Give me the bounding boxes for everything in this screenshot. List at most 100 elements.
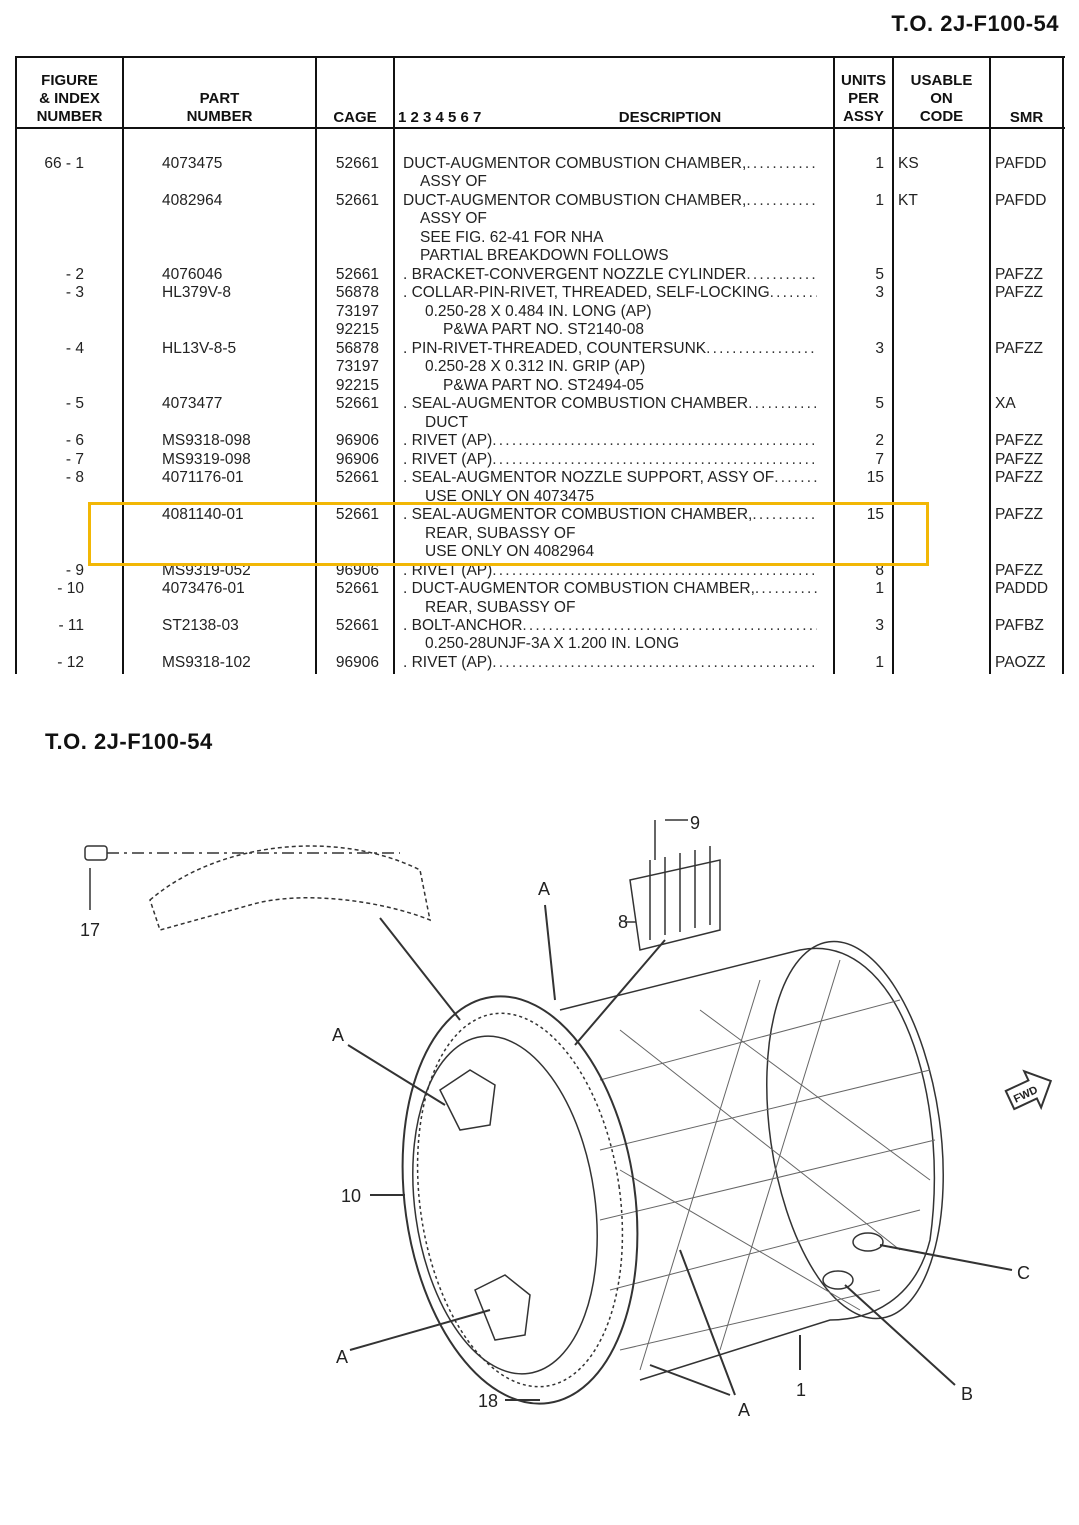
units-per-assy-cell: 7 [875,450,884,468]
part-number-cell: HL379V-8 [162,284,231,302]
table-row: SEE FIG. 62-41 FOR NHA [0,229,1079,247]
callout-a: A [538,879,550,899]
description-cell: . RIVET (AP) ...........................… [403,654,817,672]
smr-cell: PAFZZ [995,284,1043,302]
description-cell: . BRACKET-CONVERGENT NOZZLE CYLINDER ...… [403,266,817,284]
cage-cell: 96906 [335,432,379,450]
callout-labels: 9 8 17 A A 10 A 18 A 1 C B [80,813,1030,1420]
part-number-cell: MS9318-102 [162,653,251,671]
smr-cell: XA [995,395,1016,413]
part-number-cell: MS9319-098 [162,450,251,468]
highlight-box [88,502,929,566]
cage-cell: 92215 [335,376,379,394]
cage-cell: 52661 [335,617,379,634]
description-cell: DUCT [425,414,817,432]
seal-segment-part [149,845,432,931]
leader-dots: ........................................… [522,617,817,634]
leader-dots: ........................................… [492,450,817,468]
header-text: & INDEX [39,90,100,107]
description-text: REAR, SUBASSY OF [425,598,576,616]
smr-cell: PAFZZ [995,506,1043,524]
description-text: . SEAL-AUGMENTOR NOZZLE SUPPORT, ASSY OF [403,469,775,487]
units-per-assy-cell: 1 [875,653,884,671]
table-row: 0.250-28UNJF-3A X 1.200 IN. LONG [0,635,1079,653]
units-per-assy-cell: 15 [866,506,884,524]
callout-b: B [961,1384,973,1404]
figure-index-cell: - 5 [65,395,84,413]
units-per-assy-cell: 3 [875,339,884,357]
description-text: ASSY OF [420,173,487,191]
callout-9: 9 [690,813,700,833]
table-row: USE ONLY ON 4082964 [0,543,1079,561]
header-description: DESCRIPTION [618,109,722,126]
header-text: ASSY [843,108,884,125]
description-text: . COLLAR-PIN-RIVET, THREADED, SELF-LOCKI… [403,284,770,302]
smr-cell: PAFZZ [995,469,1043,487]
description-text: USE ONLY ON 4082964 [425,543,595,561]
description-text: 0.250-28 X 0.484 IN. LONG (AP) [425,302,652,320]
leader-dots: ........................................… [754,580,817,598]
description-cell: REAR, SUBASSY OF [425,525,817,543]
table-row: ASSY OF [0,210,1079,228]
description-text: 0.250-28UNJF-3A X 1.200 IN. LONG [425,635,680,653]
description-text: DUCT [425,413,469,431]
header-indent-levels: 1 2 3 4 5 6 7 [398,109,482,126]
smr-cell: PAFZZ [995,561,1043,579]
part-number-cell: HL13V-8-5 [162,339,237,357]
description-text: . BRACKET-CONVERGENT NOZZLE CYLINDER [403,265,747,283]
description-cell: PARTIAL BREAKDOWN FOLLOWS [420,247,817,265]
cage-cell: 56878 [335,339,379,357]
header-text: NUMBER [36,108,103,125]
figure-index-cell: - 9 [65,561,84,579]
cage-cell: 52661 [335,395,379,413]
leader-lines [347,1044,1013,1401]
cage-cell: 52661 [335,265,379,283]
part-number-cell: 4071176-01 [162,469,244,487]
figure-page-title: T.O. 2J-F100-54 [45,729,213,754]
header-text: UNITS [841,72,886,89]
table-row: REAR, SUBASSY OF [0,599,1079,617]
description-cell: 0.250-28 X 0.484 IN. LONG (AP) [425,303,817,321]
combustion-chamber-duct [401,940,944,1405]
description-cell: . SEAL-AUGMENTOR COMBUSTION CHAMBER, ...… [403,506,817,524]
callout-10: 10 [341,1186,361,1206]
units-per-assy-cell: 5 [875,265,884,283]
cage-cell: 52661 [335,191,379,209]
description-cell: USE ONLY ON 4073475 [425,488,817,501]
header-text: ON [930,90,953,107]
description-cell: DUCT-AUGMENTOR COMBUSTION CHAMBER, .....… [403,192,817,210]
description-cell: REAR, SUBASSY OF [425,599,817,617]
description-cell: 0.250-28UNJF-3A X 1.200 IN. LONG [425,635,817,653]
part-number-cell: MS9318-098 [162,432,251,450]
units-per-assy-cell: 1 [875,580,884,598]
description-cell: . RIVET (AP) ...........................… [403,432,817,450]
fwd-label: FWD [1012,1084,1040,1105]
figure-index-cell: - 7 [65,450,84,468]
description-text: SEE FIG. 62-41 FOR NHA [420,228,604,246]
header-cage: CAGE [333,109,377,126]
smr-cell: PAFDD [995,155,1047,172]
table-top-border [15,56,1065,58]
header-text: CODE [919,108,964,125]
callout-a: A [336,1347,348,1367]
header-figure-index: FIGURE & INDEX NUMBER [17,72,122,126]
header-part-number: PART NUMBER [124,90,315,126]
units-per-assy-cell: 2 [875,432,884,450]
description-cell: ASSY OF [420,210,817,228]
figure-index-cell: - 12 [57,653,84,671]
table-row: DUCT [0,414,1079,432]
smr-cell: PAFZZ [995,432,1043,450]
header-text: NUMBER [186,108,253,125]
description-text: ASSY OF [420,210,487,228]
cage-cell: 56878 [335,284,379,302]
leader-line [544,904,666,1046]
forward-arrow-icon: FWD [1004,1069,1053,1111]
col-divider [833,56,835,674]
description-text: PARTIAL BREAKDOWN FOLLOWS [420,247,669,265]
